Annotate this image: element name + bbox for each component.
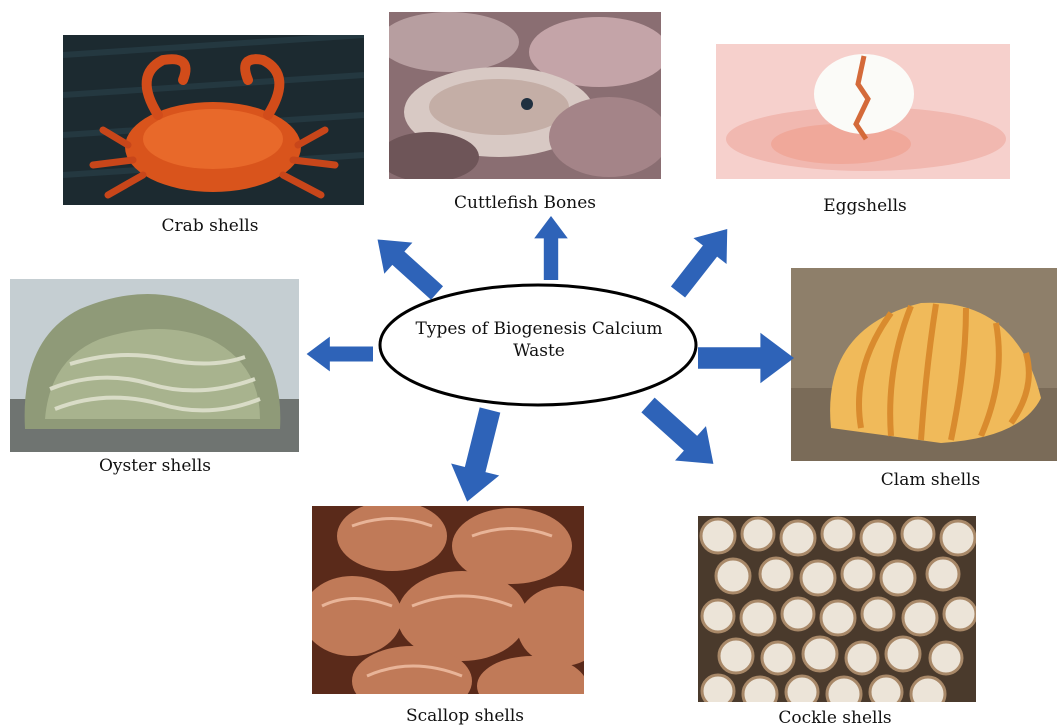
center-title: Types of Biogenesis Calcium Waste <box>384 318 694 362</box>
eggshells-label: Eggshells <box>790 196 940 216</box>
arrow-to-crab <box>363 224 451 309</box>
center-title-line2: Waste <box>384 340 694 362</box>
eggshells-image <box>716 44 1010 179</box>
oyster-shells-label: Oyster shells <box>70 456 240 476</box>
arrow-to-clam <box>698 333 794 383</box>
oyster-shells-image <box>10 279 299 452</box>
cockle-shells-label: Cockle shells <box>760 708 910 728</box>
arrow-to-oyster <box>307 337 373 372</box>
arrow-to-scallop <box>443 404 514 508</box>
crab-shells-label: Crab shells <box>120 216 300 236</box>
center-title-line1: Types of Biogenesis Calcium <box>384 318 694 340</box>
scallop-shells-image <box>312 506 584 694</box>
cuttlefish-bones-label: Cuttlefish Bones <box>425 193 625 213</box>
arrow-to-cockle <box>633 388 729 481</box>
arrow-to-egg <box>661 216 743 305</box>
clam-shells-image <box>791 268 1057 461</box>
cockle-shells-image <box>698 516 976 702</box>
arrow-to-cuttlefish <box>534 216 568 280</box>
scallop-shells-label: Scallop shells <box>390 706 540 726</box>
cuttlefish-bones-image <box>389 12 661 179</box>
clam-shells-label: Clam shells <box>858 470 1003 490</box>
crab-shells-image <box>63 35 364 205</box>
